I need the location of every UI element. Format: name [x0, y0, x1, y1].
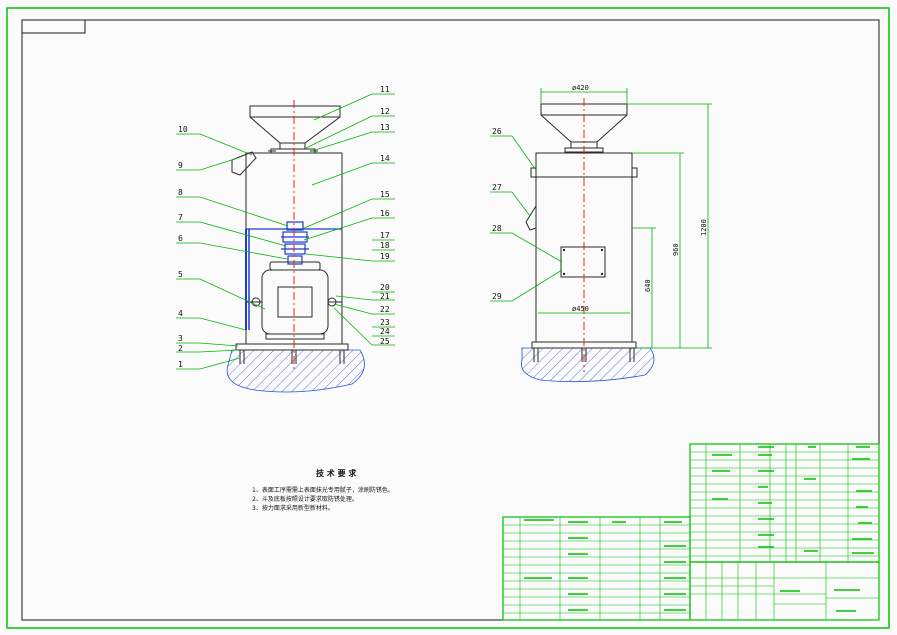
label-13: 13 [380, 123, 390, 132]
label-29: 29 [492, 292, 502, 301]
dim-height-total: 1200 [700, 219, 708, 236]
motor-nameplate [277, 286, 313, 318]
label-24: 24 [380, 327, 390, 336]
front-legs [239, 350, 345, 364]
parts-list-and-title-block [502, 443, 880, 621]
side-access-panel [560, 246, 606, 278]
label-6: 6 [178, 234, 183, 243]
corner-box [21, 19, 86, 34]
label-22: 22 [380, 305, 390, 314]
technical-requirements: 技 术 要 求 1、表面工序需需上表面抹光专用腻子，涂刷防锈色。 2、斗及底板按… [252, 468, 394, 512]
label-27: 27 [492, 183, 502, 192]
label-15: 15 [380, 190, 390, 199]
side-leader-lines [490, 135, 563, 302]
tech-item-1: 1、表面工序需需上表面抹光专用腻子，涂刷防锈色。 [252, 486, 394, 494]
dim-base-width: ø450 [572, 305, 589, 313]
side-labels: 26 27 28 29 [492, 127, 502, 301]
side-foundation-hatch [521, 347, 655, 383]
label-3: 3 [178, 334, 183, 343]
front-labels-left: 10 9 8 7 6 5 4 3 2 1 [178, 125, 188, 369]
tech-title: 技 术 要 求 [316, 468, 357, 478]
label-20: 20 [380, 283, 390, 292]
front-coupling [281, 221, 309, 265]
label-9: 9 [178, 161, 183, 170]
front-leader-lines [176, 93, 395, 370]
front-labels-right: 11 12 13 14 15 16 17 18 19 20 21 22 23 2… [380, 85, 390, 346]
label-4: 4 [178, 309, 183, 318]
label-16: 16 [380, 209, 390, 218]
label-17: 17 [380, 231, 390, 240]
front-hopper [249, 105, 341, 144]
label-8: 8 [178, 188, 183, 197]
label-25: 25 [380, 337, 390, 346]
front-foundation-hatch [226, 349, 365, 393]
label-19: 19 [380, 252, 390, 261]
label-18: 18 [380, 241, 390, 250]
outer-frame [6, 7, 890, 629]
label-23: 23 [380, 318, 390, 327]
motor-top [269, 261, 321, 271]
tech-item-3: 3、按力面求采用新型新材料。 [252, 504, 334, 512]
label-12: 12 [380, 107, 390, 116]
dim-height-low: 640 [644, 279, 652, 292]
label-14: 14 [380, 154, 390, 163]
tech-item-2: 2、斗及底板按照设计要求取防锈处理。 [252, 495, 358, 503]
front-motor [261, 269, 329, 335]
front-outlet-spout [231, 151, 257, 176]
label-26: 26 [492, 127, 502, 136]
front-view [226, 100, 365, 393]
label-21: 21 [380, 292, 390, 301]
label-11: 11 [380, 85, 390, 94]
label-7: 7 [178, 213, 183, 222]
side-dimension-lines [538, 88, 712, 349]
label-1: 1 [178, 360, 183, 369]
label-2: 2 [178, 344, 183, 353]
front-base-plate [235, 343, 349, 351]
label-10: 10 [178, 125, 188, 134]
inner-frame [21, 19, 880, 621]
dim-top-diameter: ø420 [572, 84, 589, 92]
label-28: 28 [492, 224, 502, 233]
side-view [521, 98, 655, 383]
dim-height-mid: 960 [672, 243, 680, 256]
side-outlet [525, 204, 537, 231]
label-5: 5 [178, 270, 183, 279]
